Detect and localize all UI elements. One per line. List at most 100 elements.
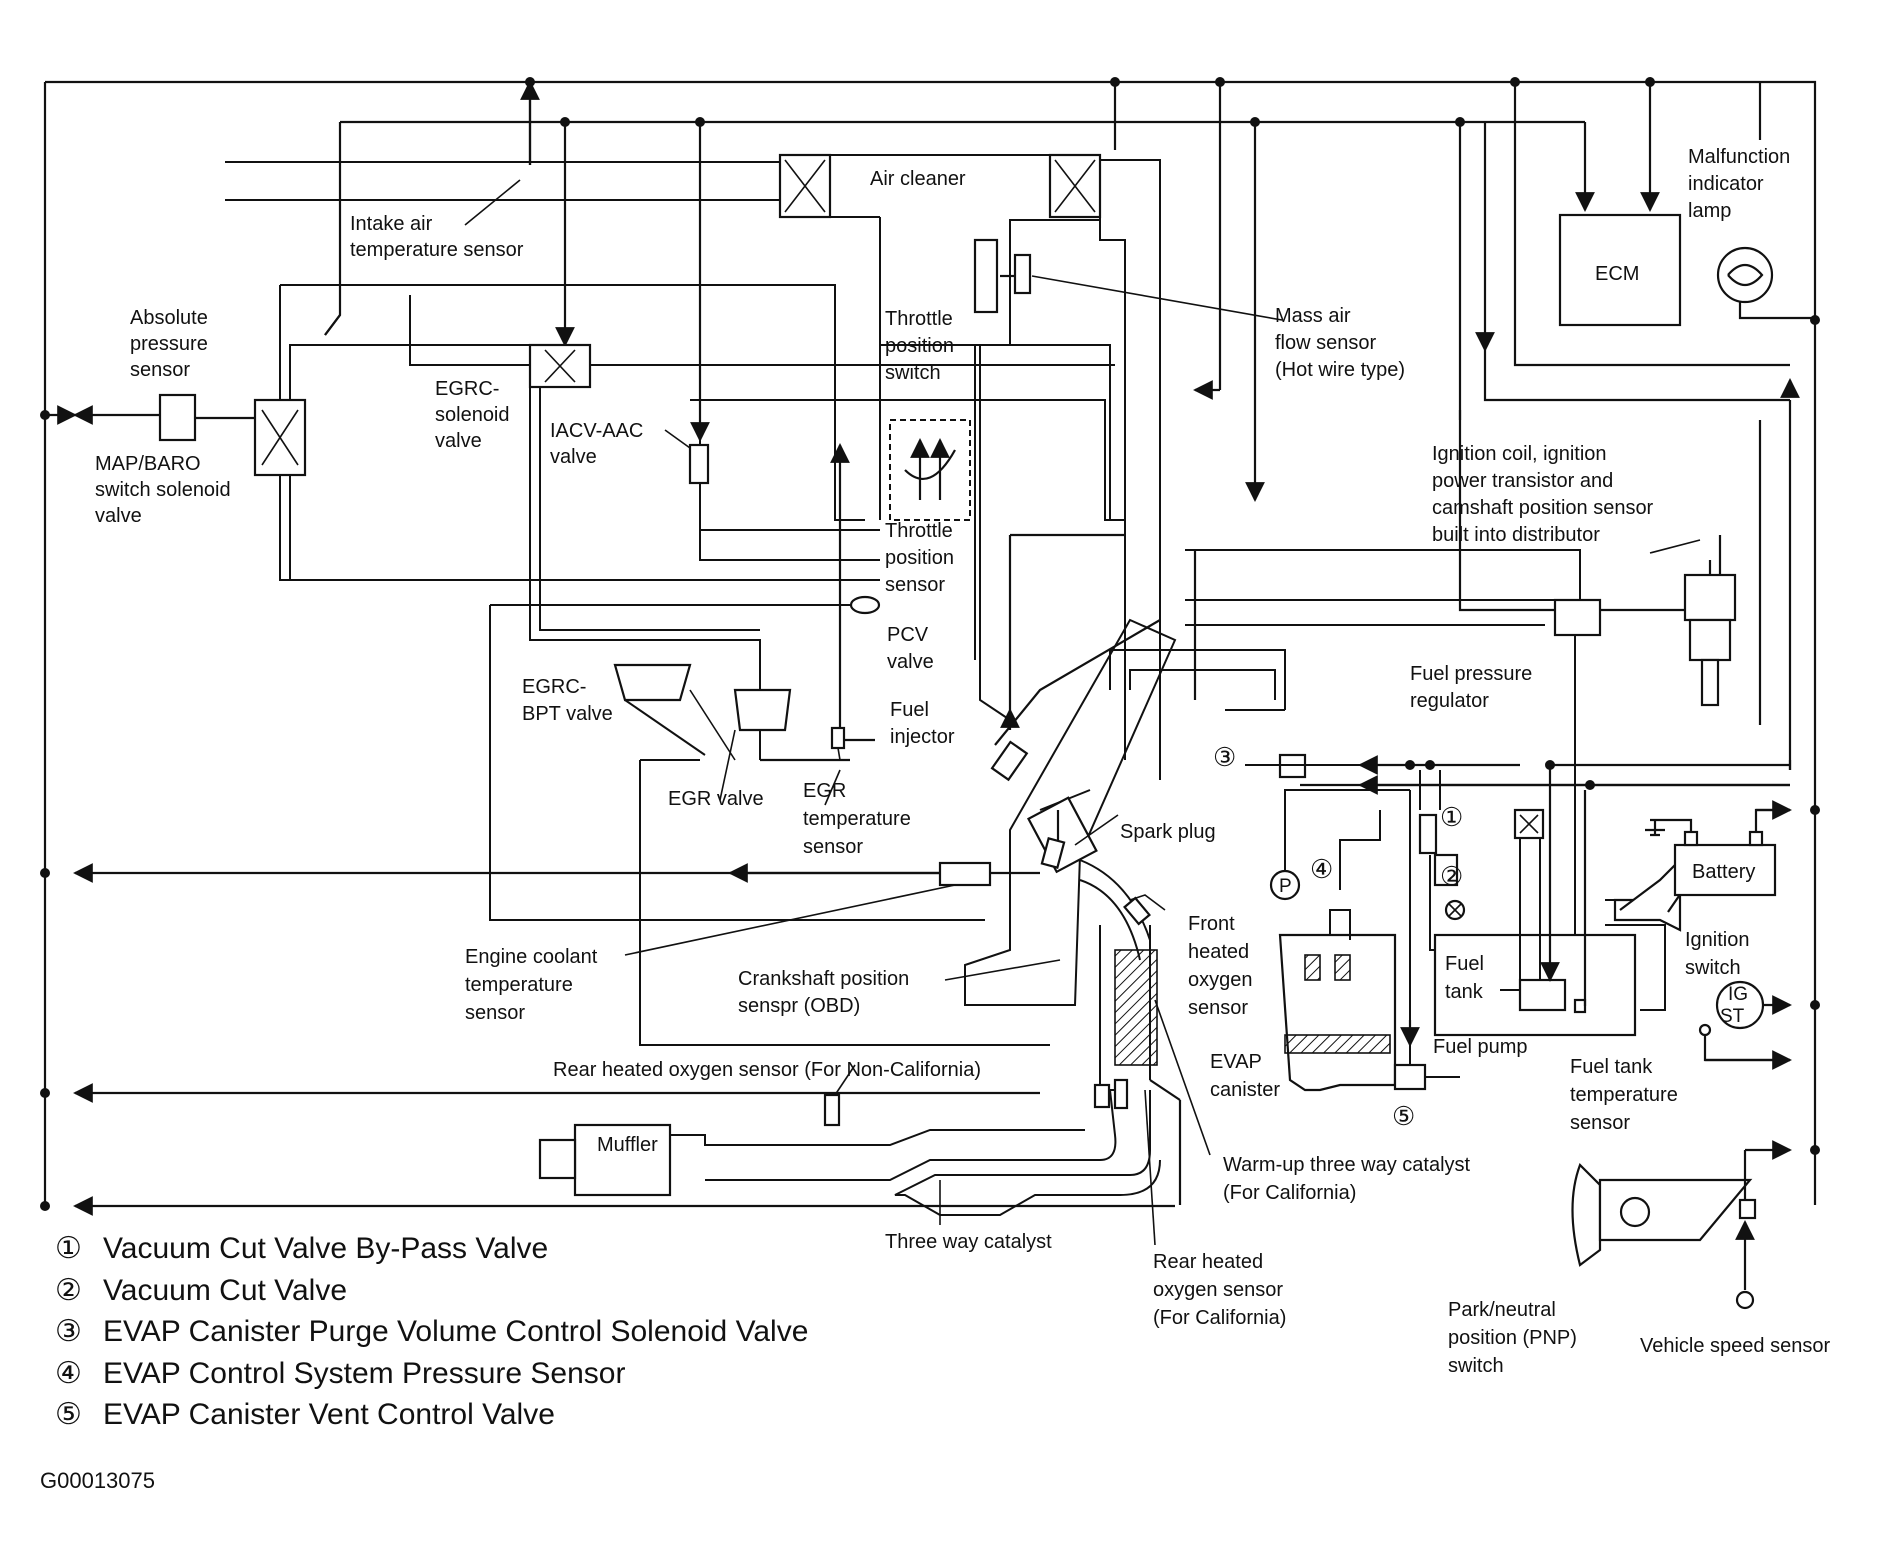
vacuum-cut-bypass-valve xyxy=(1418,813,1438,855)
label-ignition-coil-4: built into distributor xyxy=(1432,524,1600,546)
label-tp-sensor-2: position xyxy=(885,547,954,569)
marker-3: ③ xyxy=(1213,742,1236,772)
label-rear-o2-cal-3: (For California) xyxy=(1153,1307,1286,1329)
label-absolute-pressure-2: pressure xyxy=(130,333,208,355)
map-baro-assembly xyxy=(158,344,530,580)
label-tp-sensor-3: sensor xyxy=(885,574,945,596)
legend-marker-1: ① xyxy=(55,1232,82,1265)
label-warmup-cat-1: Warm-up three way catalyst xyxy=(1223,1154,1471,1176)
label-egr-valve: EGR valve xyxy=(668,788,764,810)
label-fuel-tank-temp-1: Fuel tank xyxy=(1570,1056,1653,1078)
engine-block xyxy=(728,533,1177,1006)
signal-wiring xyxy=(40,77,1820,1216)
label-front-o2-2: heated xyxy=(1188,941,1249,963)
battery-box xyxy=(1673,843,1777,897)
label-maf-3: (Hot wire type) xyxy=(1275,359,1405,381)
label-iacv-aac-1: IACV-AAC xyxy=(550,420,643,442)
mil-lamp xyxy=(1716,246,1774,304)
label-pnp-2: position (PNP) xyxy=(1448,1327,1577,1349)
pressure-sensor-p xyxy=(1269,869,1301,901)
label-egr-temp-3: sensor xyxy=(803,836,863,858)
label-fuel-injector-1: Fuel xyxy=(890,699,929,721)
label-egrc-solenoid-2: solenoid xyxy=(435,404,510,426)
label-egrc-bpt-2: BPT valve xyxy=(522,703,613,725)
label-fpr-1: Fuel pressure xyxy=(1410,663,1532,685)
iacv-aac-assembly xyxy=(688,443,880,531)
legend-marker-4: ④ xyxy=(55,1357,82,1390)
label-tp-switch-2: position xyxy=(885,335,954,357)
label-fuel-pump: Fuel pump xyxy=(1433,1036,1528,1058)
legend-marker-5: ⑤ xyxy=(55,1398,82,1431)
label-tp-sensor-1: Throttle xyxy=(885,520,953,542)
label-egrc-bpt-1: EGRC- xyxy=(522,676,586,698)
marker-2: ② xyxy=(1440,861,1463,891)
label-fuel-injector-2: injector xyxy=(890,726,955,748)
label-ignition-coil-3: camshaft position sensor xyxy=(1432,497,1654,519)
label-pcv-2: valve xyxy=(887,651,934,673)
egrc-solenoid-assembly xyxy=(528,343,760,631)
label-ignition-switch-1: Ignition xyxy=(1685,929,1750,951)
label-ignition-switch-2: switch xyxy=(1685,957,1741,979)
label-fuel-tank-2: tank xyxy=(1445,981,1484,1003)
marker-4: ④ xyxy=(1310,854,1333,884)
label-p-symbol: P xyxy=(1279,876,1292,897)
label-muffler: Muffler xyxy=(597,1134,658,1156)
label-fpr-2: regulator xyxy=(1410,690,1489,712)
pcv-assembly xyxy=(849,595,881,615)
warm-up-catalyst xyxy=(1114,949,1158,1066)
label-pnp-3: switch xyxy=(1448,1355,1504,1377)
transmission-assembly xyxy=(1571,1140,1792,1310)
legend-text-4: EVAP Control System Pressure Sensor xyxy=(103,1357,625,1390)
label-iacv-aac-2: valve xyxy=(550,446,597,468)
label-map-baro-1: MAP/BARO xyxy=(95,453,201,475)
distributor-assembly xyxy=(1649,539,1737,707)
label-absolute-pressure-1: Absolute xyxy=(130,307,208,329)
label-rear-o2-cal-1: Rear heated xyxy=(1153,1251,1263,1273)
vss-terminal xyxy=(1735,1290,1755,1310)
mass-air-flow-sensor-body xyxy=(973,238,999,314)
label-absolute-pressure-3: sensor xyxy=(130,359,190,381)
egr-assembly xyxy=(613,663,850,806)
legend-marker-2: ② xyxy=(55,1274,82,1307)
label-front-o2-1: Front xyxy=(1188,913,1235,935)
legend-text-5: EVAP Canister Vent Control Valve xyxy=(103,1398,555,1431)
marker-1: ① xyxy=(1440,802,1463,832)
battery-assembly xyxy=(1645,800,1792,897)
label-battery: Battery xyxy=(1692,861,1755,883)
fuel-pump-body xyxy=(1518,978,1567,1012)
label-map-baro-2: switch solenoid xyxy=(95,479,231,501)
label-egr-temp-1: EGR xyxy=(803,780,846,802)
label-egr-temp-2: temperature xyxy=(803,808,911,830)
label-pcv-1: PCV xyxy=(887,624,929,646)
throttle-body-dashed xyxy=(889,419,971,521)
label-front-o2-3: oxygen xyxy=(1188,969,1253,991)
fuel-tank-temp-sensor xyxy=(1573,998,1587,1014)
label-pnp-1: Park/neutral xyxy=(1448,1299,1556,1321)
label-ignition-coil-2: power transistor and xyxy=(1432,470,1613,492)
ignition-switch-assembly xyxy=(1698,980,1792,1070)
label-warmup-cat-2: (For California) xyxy=(1223,1182,1356,1204)
label-air-cleaner: Air cleaner xyxy=(870,168,966,190)
label-three-way-cat: Three way catalyst xyxy=(885,1231,1052,1253)
label-vss: Vehicle speed sensor xyxy=(1640,1335,1830,1357)
label-egrc-solenoid-1: EGRC- xyxy=(435,378,499,400)
legend: ① Vacuum Cut Valve By-Pass Valve ② Vacuu… xyxy=(55,1232,808,1431)
marker-5: ⑤ xyxy=(1392,1101,1415,1131)
vent-valve-body xyxy=(1393,1063,1427,1091)
label-coolant-1: Engine coolant xyxy=(465,946,598,968)
label-ig: IG xyxy=(1728,984,1748,1005)
label-maf-1: Mass air xyxy=(1275,305,1351,327)
label-intake-air-temp-2: temperature sensor xyxy=(350,239,524,261)
label-ecm: ECM xyxy=(1595,263,1639,285)
labels: Air cleaner Intake air temperature senso… xyxy=(95,146,1830,1377)
exhaust-system xyxy=(538,925,1211,1246)
label-fuel-tank-temp-2: temperature xyxy=(1570,1084,1678,1106)
label-front-o2-4: sensor xyxy=(1188,997,1248,1019)
legend-text-2: Vacuum Cut Valve xyxy=(103,1274,347,1307)
label-mil-3: lamp xyxy=(1688,200,1731,222)
egr-temp-sensor-body xyxy=(830,726,846,750)
engine-coolant-temp-sensor-body xyxy=(938,861,992,887)
label-fuel-tank-1: Fuel xyxy=(1445,953,1484,975)
